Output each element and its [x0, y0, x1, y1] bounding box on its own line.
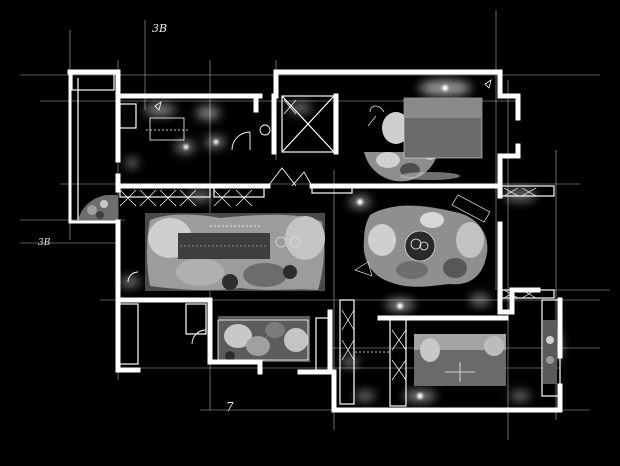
- side-balcony-planter: [543, 320, 557, 384]
- closet-hatching: [119, 99, 537, 381]
- second-bedroom-furniture: [414, 334, 506, 386]
- light-points: [183, 85, 448, 399]
- balcony-planter: [78, 195, 118, 222]
- window-frames: [71, 73, 561, 407]
- door-swings: [127, 124, 313, 345]
- living-room-rug: [145, 213, 325, 291]
- dining-rug: [354, 194, 491, 287]
- fixture-marks: [146, 79, 492, 361]
- left-annotation: 3B: [38, 238, 51, 248]
- top-annotation: 3B: [152, 22, 168, 35]
- kitchen-rug: [218, 316, 310, 362]
- bottom-annotation: 7: [226, 400, 234, 414]
- master-bedroom-furniture: [364, 97, 483, 182]
